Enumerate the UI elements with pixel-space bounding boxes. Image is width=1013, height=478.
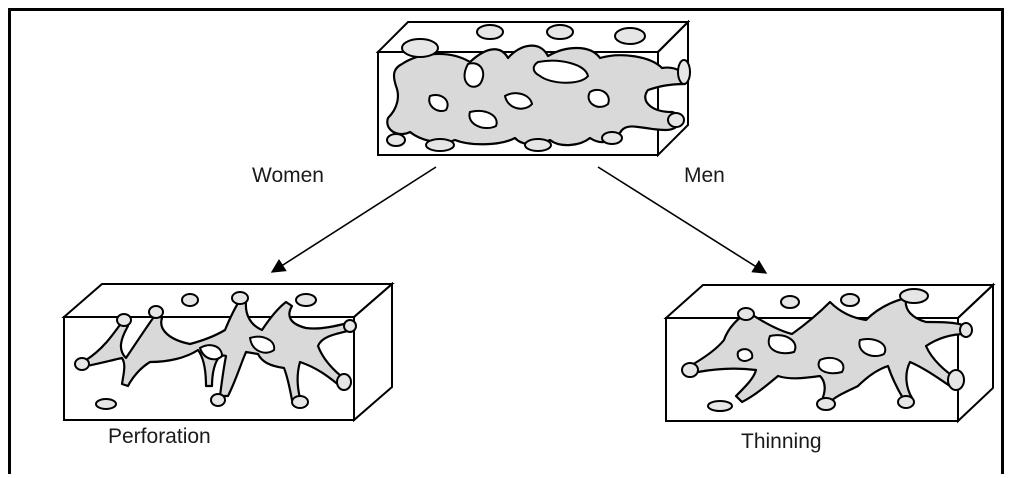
arrow-men: [597, 166, 768, 274]
men-label: Men: [684, 164, 725, 187]
perforation-label: Perforation: [108, 425, 211, 448]
normal-bone-cube: [375, 19, 691, 158]
thinning-label: Thinning: [741, 430, 822, 453]
women-label: Women: [252, 164, 324, 187]
top-cube-trabeculae: [386, 24, 691, 152]
left-cube-frame: [61, 281, 395, 423]
diagram-frame: [8, 8, 1004, 474]
right-cube-trabeculae: [681, 288, 973, 412]
left-cube-trabeculae: [74, 291, 357, 410]
perforation-bone-cube: [61, 281, 395, 423]
arrow-women: [270, 166, 437, 273]
thinning-bone-cube: [663, 282, 996, 424]
